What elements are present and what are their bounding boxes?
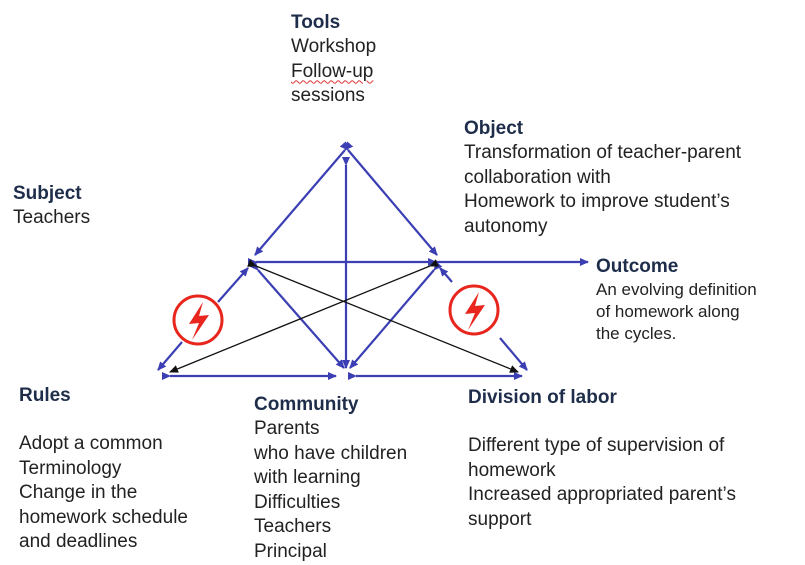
tools-line-1: Workshop (291, 36, 377, 57)
arrow-subject-rules-lower (157, 341, 183, 371)
community-title: Community (254, 394, 359, 415)
subject-title: Subject (13, 183, 82, 204)
outcome-line-1: An evolving definition (596, 280, 757, 299)
object-line-4: autonomy (464, 215, 548, 237)
arrow-object-division-lower (499, 337, 528, 371)
outcome-line-3: the cycles. (596, 324, 677, 343)
division-line-4: support (468, 508, 532, 530)
community-line-4: Difficulties (254, 491, 341, 513)
community-line-2: who have children (254, 442, 408, 464)
arrow-object-rules-black (169, 259, 439, 373)
object-title: Object (464, 118, 524, 139)
subject-node: Subject Teachers (13, 182, 90, 231)
outcome-line-2: of homework along (596, 302, 740, 321)
tools-line-2: Follow-up (291, 60, 374, 82)
rules-title: Rules (19, 385, 71, 406)
rules-line-3: Change in the (19, 482, 138, 503)
outcome-node: Outcome An evolving definition of homewo… (596, 255, 757, 345)
object-line-1: Transformation of teacher-parent (464, 142, 742, 163)
community-line-5: Teachers (254, 516, 332, 537)
outcome-title: Outcome (596, 256, 679, 277)
tension-icon-right (448, 284, 500, 336)
rules-line-1: Adopt a common (19, 433, 163, 454)
rules-line-5: and deadlines (19, 531, 138, 552)
tools-title: Tools (291, 12, 341, 33)
lightning-bolt-icon (465, 292, 485, 330)
rules-line-4: homework schedule (19, 506, 188, 528)
tools-line-3: sessions (291, 85, 365, 106)
subject-line-1: Teachers (13, 207, 91, 228)
rules-node: Rules Adopt a common Terminology Change … (19, 384, 188, 555)
arrow-object-community (349, 261, 443, 369)
community-line-3: with learning (254, 467, 361, 488)
arrow-tools-subject (254, 141, 354, 256)
arrow-tools-object (339, 141, 438, 256)
division-line-2: homework (468, 459, 556, 481)
community-line-1: Parents (254, 418, 320, 439)
rules-line-2: Terminology (19, 457, 122, 479)
division-line-3: Increased appropriated parent’s (468, 484, 736, 505)
lightning-bolt-icon (189, 302, 209, 340)
tools-node: Tools Workshop Follow-up sessions (291, 11, 376, 109)
object-line-3: Homework to improve student’s (464, 191, 730, 212)
arrow-subject-rules-upper (217, 267, 249, 303)
community-node: Community Parents who have children with… (254, 393, 407, 564)
arrow-object-division-upper (439, 267, 453, 283)
tension-icon-left (172, 294, 224, 346)
division-line-1: Different type of supervision of (468, 435, 725, 456)
community-line-6: Principal (254, 540, 327, 562)
object-line-2: collaboration with (464, 166, 611, 188)
division-title: Division of labor (468, 387, 617, 408)
object-node: Object Transformation of teacher-parent … (464, 117, 741, 239)
division-node: Division of labor Different type of supe… (468, 386, 736, 532)
